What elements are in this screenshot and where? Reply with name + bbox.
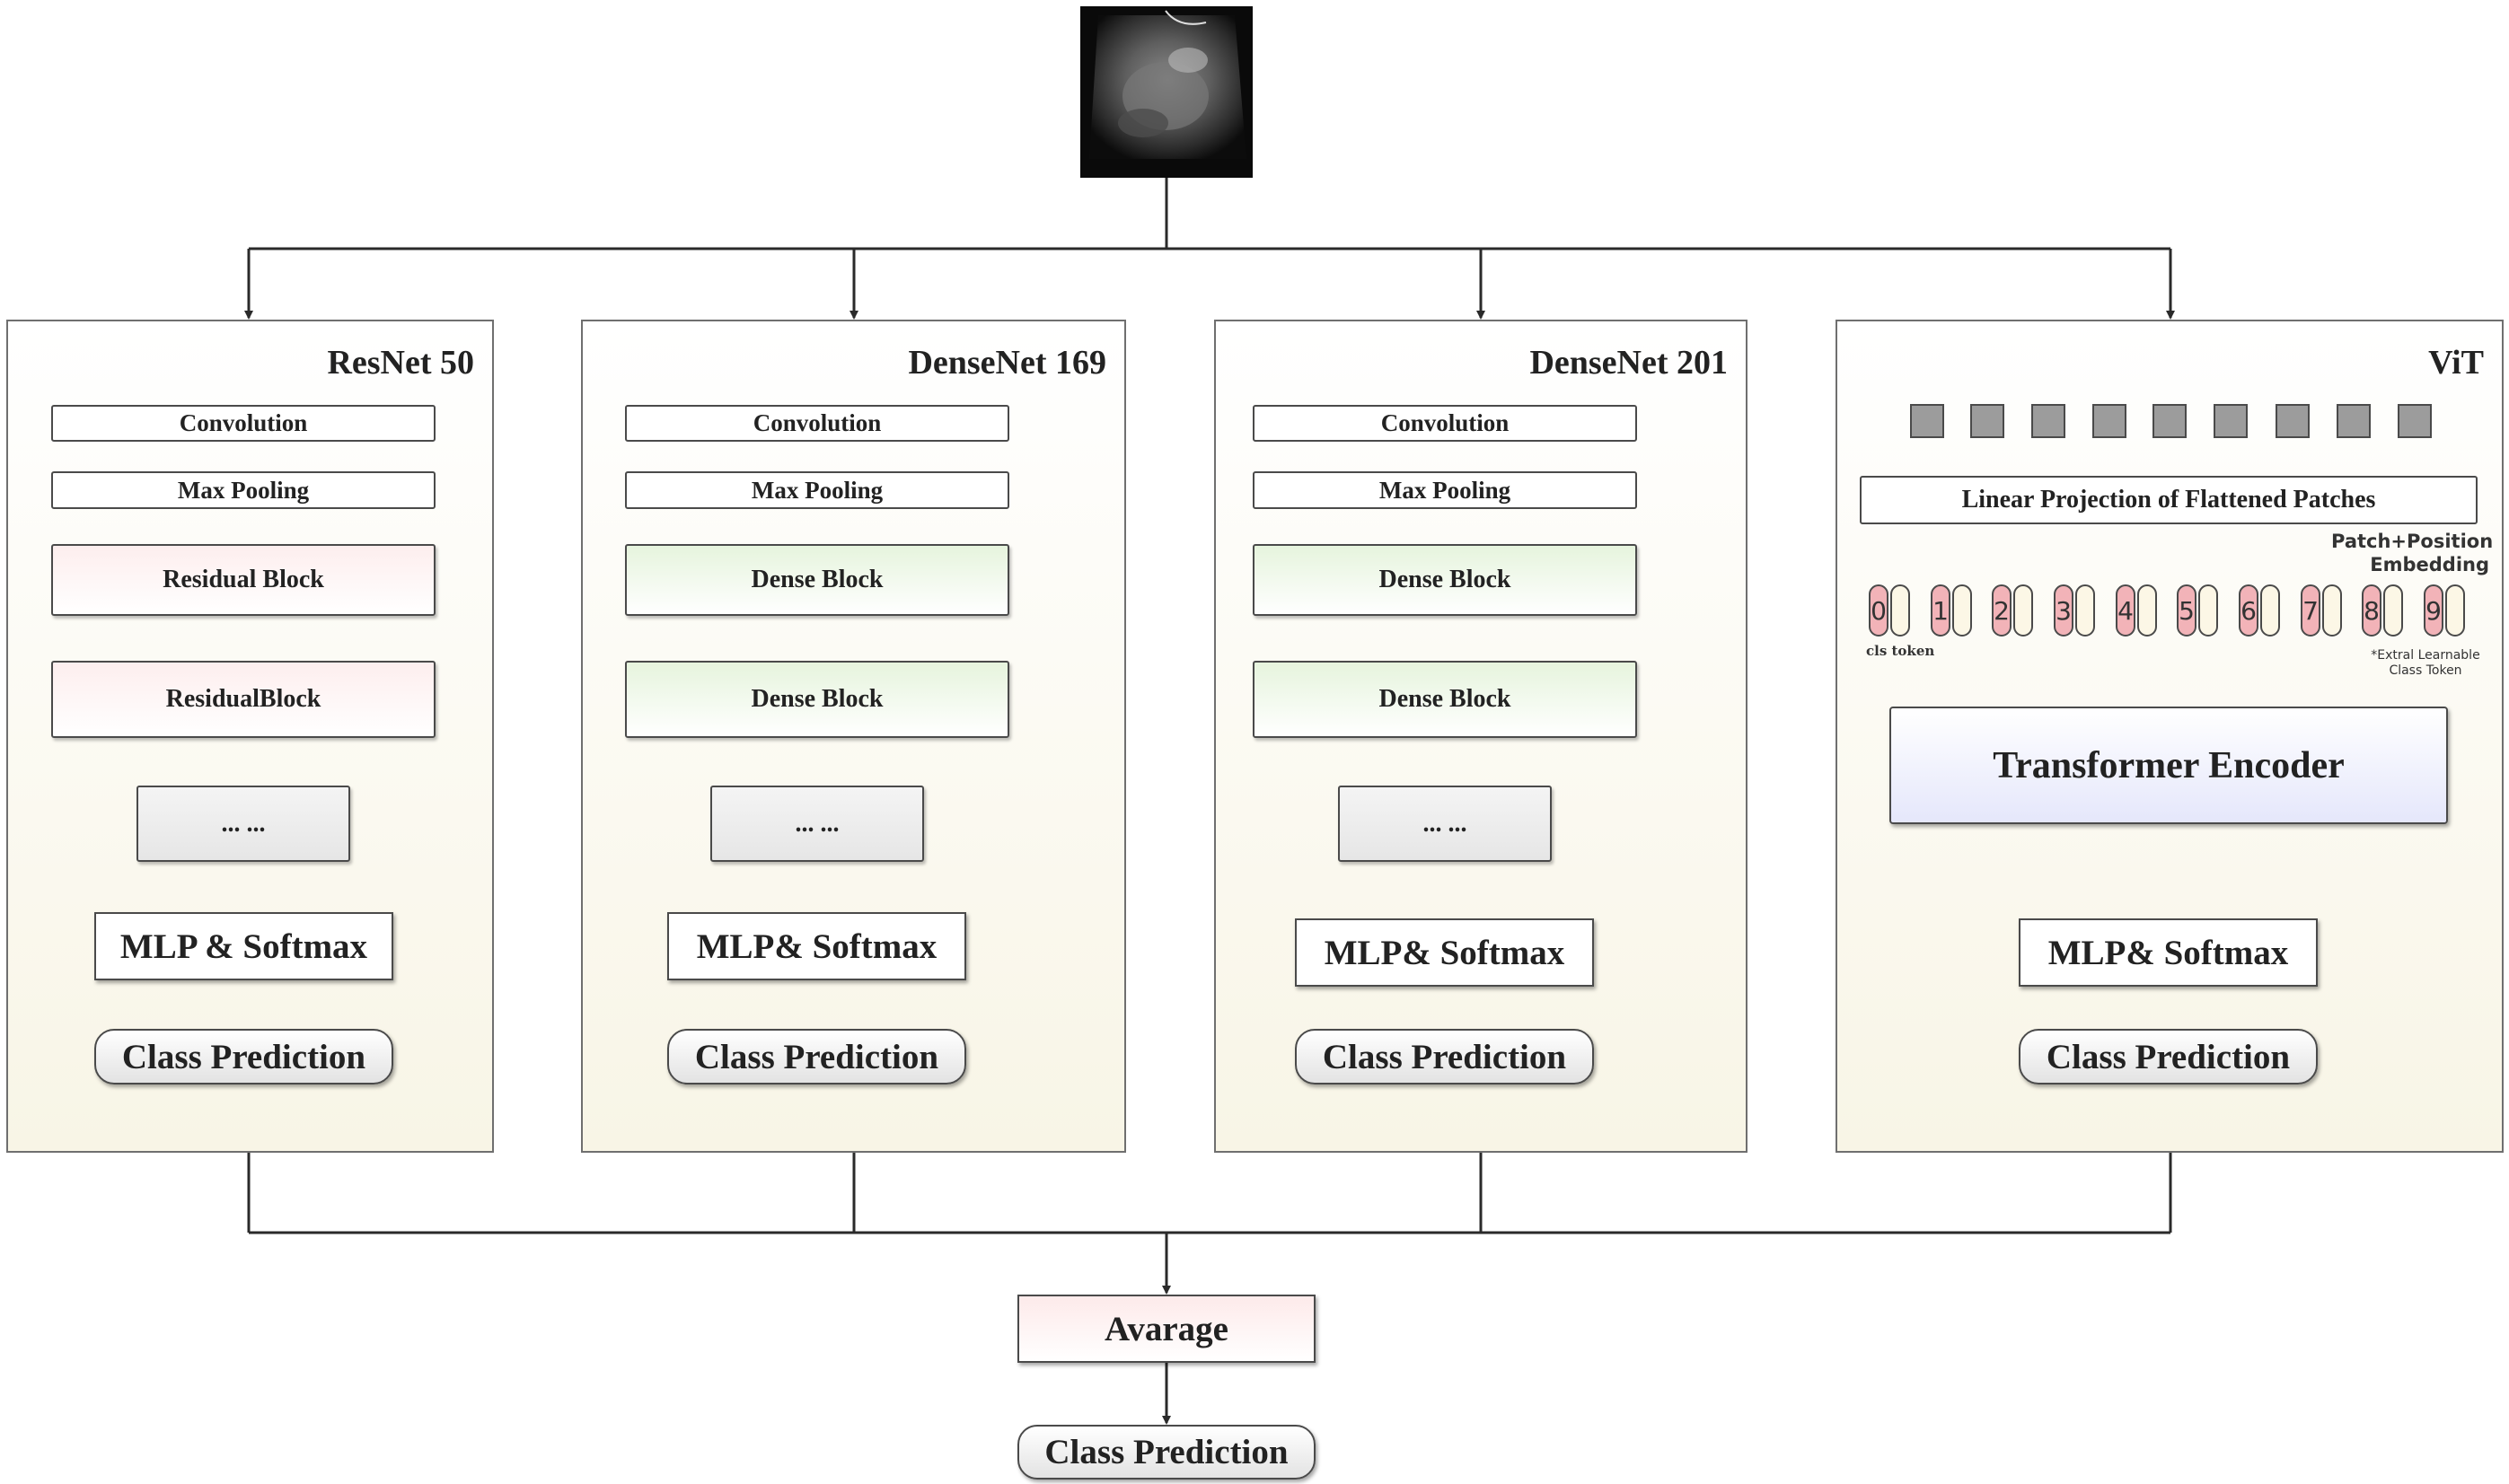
- patch-embedding: [2075, 584, 2095, 637]
- dense-block: Dense Block: [625, 661, 1009, 738]
- class-prediction: Class Prediction: [667, 1029, 966, 1084]
- position-token: 5: [2177, 584, 2196, 637]
- position-token: 8: [2362, 584, 2381, 637]
- patch-embedding: [2383, 584, 2403, 637]
- image-patch: [1970, 404, 2004, 438]
- image-patch: [2092, 404, 2126, 438]
- cls-token-label: cls token: [1866, 643, 1935, 659]
- panel-title: DenseNet 169: [908, 344, 1106, 382]
- position-token: 2: [1992, 584, 2012, 637]
- embedding-label-line: Embedding: [2370, 554, 2489, 575]
- position-token: 9: [2424, 584, 2443, 637]
- embedding-label-line: Patch+Position: [2331, 531, 2494, 552]
- panel-title: DenseNet 201: [1529, 344, 1728, 382]
- patch-embedding: [2445, 584, 2465, 637]
- ellipsis-block: ... ...: [710, 786, 924, 862]
- position-token: 7: [2301, 584, 2320, 637]
- patch-embedding: [2198, 584, 2218, 637]
- panel-title: ResNet 50: [327, 344, 474, 382]
- convolution-layer: Convolution: [1253, 405, 1637, 442]
- patch-embedding: [2260, 584, 2280, 637]
- average-block: Avarage: [1017, 1295, 1316, 1363]
- max-pooling-layer: Max Pooling: [51, 471, 436, 509]
- position-token: 1: [1931, 584, 1950, 637]
- patch-embedding: [1952, 584, 1972, 637]
- patch-embedding: [2322, 584, 2342, 637]
- convolution-layer: Convolution: [625, 405, 1009, 442]
- class-prediction: Class Prediction: [94, 1029, 393, 1084]
- dense-block: Dense Block: [1253, 544, 1637, 616]
- residual-block: Residual Block: [51, 544, 436, 616]
- position-token: 6: [2239, 584, 2258, 637]
- position-token: 4: [2116, 584, 2135, 637]
- extra-token-label-line: *Extral Learnable: [2371, 648, 2480, 663]
- image-patch: [1910, 404, 1944, 438]
- class-prediction: Class Prediction: [1295, 1029, 1594, 1084]
- convolution-layer: Convolution: [51, 405, 436, 442]
- mlp-softmax-block: MLP& Softmax: [2019, 918, 2318, 987]
- dense-block: Dense Block: [1253, 661, 1637, 738]
- residual-block: ResidualBlock: [51, 661, 436, 738]
- extra-token-label-line: Class Token: [2389, 663, 2462, 678]
- ultrasound-image: [1080, 6, 1253, 178]
- image-patch: [2031, 404, 2065, 438]
- image-patch: [2337, 404, 2371, 438]
- patch-embedding: [2137, 584, 2157, 637]
- image-patch: [2214, 404, 2248, 438]
- max-pooling-layer: Max Pooling: [1253, 471, 1637, 509]
- mlp-softmax-block: MLP& Softmax: [1295, 918, 1594, 987]
- mlp-softmax-block: MLP & Softmax: [94, 912, 393, 980]
- max-pooling-layer: Max Pooling: [625, 471, 1009, 509]
- final-class-prediction: Class Prediction: [1017, 1425, 1316, 1480]
- extra-token-label: *Extral Learnable Class Token: [2367, 648, 2484, 679]
- dense-block: Dense Block: [625, 544, 1009, 616]
- patch-embedding: [2013, 584, 2033, 637]
- image-patch: [2276, 404, 2310, 438]
- image-patch: [2398, 404, 2432, 438]
- transformer-encoder: Transformer Encoder: [1889, 707, 2448, 824]
- linear-projection-layer: Linear Projection of Flattened Patches: [1860, 476, 2478, 524]
- position-token: 0: [1869, 584, 1888, 637]
- ellipsis-block: ... ...: [1338, 786, 1552, 862]
- ellipsis-block: ... ...: [136, 786, 350, 862]
- patch-embedding: [1890, 584, 1910, 637]
- image-patch: [2152, 404, 2187, 438]
- mlp-softmax-block: MLP& Softmax: [667, 912, 966, 980]
- position-token: 3: [2054, 584, 2073, 637]
- embedding-label: Patch+Position Embedding: [2331, 530, 2494, 576]
- panel-title: ViT: [2428, 344, 2484, 382]
- class-prediction: Class Prediction: [2019, 1029, 2318, 1084]
